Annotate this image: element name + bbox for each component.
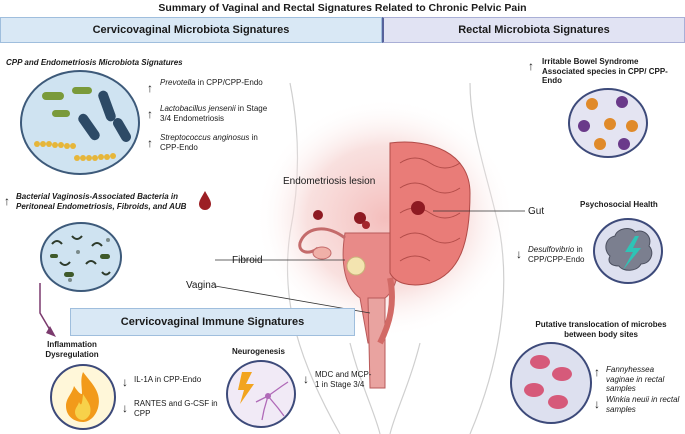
flame-icon — [66, 372, 99, 422]
neuron-icon — [238, 372, 289, 421]
bv-to-inflammation-arrow — [39, 283, 51, 331]
translocation-circle — [510, 342, 592, 424]
bv-bacteria-illustration — [50, 235, 111, 282]
ibs-cocci-illustration — [578, 96, 638, 150]
microbe-cells-illustration — [524, 355, 572, 409]
anatomy-illustration — [39, 82, 525, 434]
neurogenesis-circle — [226, 360, 296, 428]
figure-title: Summary of Vaginal and Rectal Signatures… — [158, 2, 527, 14]
cpp-endo-heading: CPP and Endometriosis Microbiota Signatu… — [6, 58, 183, 67]
il1a-text: IL-1A in CPP-Endo — [134, 375, 202, 384]
ibs-heading: Irritable Bowel Syndrome Associated spec… — [542, 57, 668, 85]
neuro-lightning-icon — [238, 372, 254, 404]
fannyhessea-up-arrow — [594, 366, 600, 378]
ibs-up-arrow — [528, 60, 534, 72]
desulfovibrio-text: Desulfovibrio in CPP/CPP-Endo — [528, 245, 585, 264]
inflammation-heading: Inflammation Dysregulation — [45, 340, 99, 359]
winkia-text: Winkia neuii in rectal samples — [606, 395, 680, 414]
bacteria-illustration — [34, 87, 131, 161]
translocation-heading: Putative translocation of microbes betwe… — [535, 320, 667, 339]
brain-icon — [605, 228, 653, 271]
bv-bacteria-circle — [40, 222, 122, 292]
mdc-down-arrow — [303, 373, 309, 385]
desulfovibrio-down-arrow — [516, 248, 522, 260]
vagina-label: Vagina — [186, 280, 217, 291]
bv-heading: Bacterial Vaginosis-Associated Bacteria … — [16, 192, 187, 211]
lightning-icon — [623, 236, 641, 270]
psychosocial-circle — [593, 218, 663, 284]
lactobacillus-text: Lactobacillus jensenii in Stage 3/4 Endo… — [160, 104, 268, 123]
endometriosis-label: Endometriosis lesion — [283, 176, 376, 187]
gut-illustration — [377, 141, 471, 345]
bv-up-arrow — [4, 195, 10, 207]
prevotella-up-arrow — [147, 82, 153, 94]
rantes-text: RANTES and G-CSF in CPP — [134, 399, 218, 418]
immune-band: Cervicovaginal Immune Signatures — [70, 308, 355, 336]
gut-label: Gut — [528, 206, 545, 217]
blood-drop-icon — [199, 191, 211, 210]
streptococcus-text: Streptococcus anginosus in CPP-Endo — [160, 133, 258, 152]
neurogenesis-heading: Neurogenesis — [232, 347, 285, 356]
il1a-down-arrow — [122, 376, 128, 388]
uterus-illustration — [298, 210, 420, 389]
cpp-bacteria-circle — [20, 70, 140, 175]
inflammation-circle — [50, 364, 116, 430]
mdc-text: MDC and MCP-1 in Stage 3/4 — [315, 370, 372, 389]
cervicovaginal-band: Cervicovaginal Microbiota Signatures — [0, 17, 382, 43]
fannyhessea-text: Fannyhessea vaginae in rectal samples — [606, 365, 665, 393]
rantes-down-arrow — [122, 402, 128, 414]
fibroid-label: Fibroid — [232, 255, 263, 266]
rectal-band: Rectal Microbiota Signatures — [382, 17, 685, 43]
lactobacillus-up-arrow — [147, 108, 153, 120]
legs-outline — [349, 342, 421, 434]
winkia-down-arrow — [594, 398, 600, 410]
ibs-bacteria-circle — [568, 88, 648, 158]
streptococcus-up-arrow — [147, 137, 153, 149]
psychosocial-heading: Psychosocial Health — [580, 200, 658, 209]
prevotella-text: Prevotella in CPP/CPP-Endo — [160, 78, 263, 87]
